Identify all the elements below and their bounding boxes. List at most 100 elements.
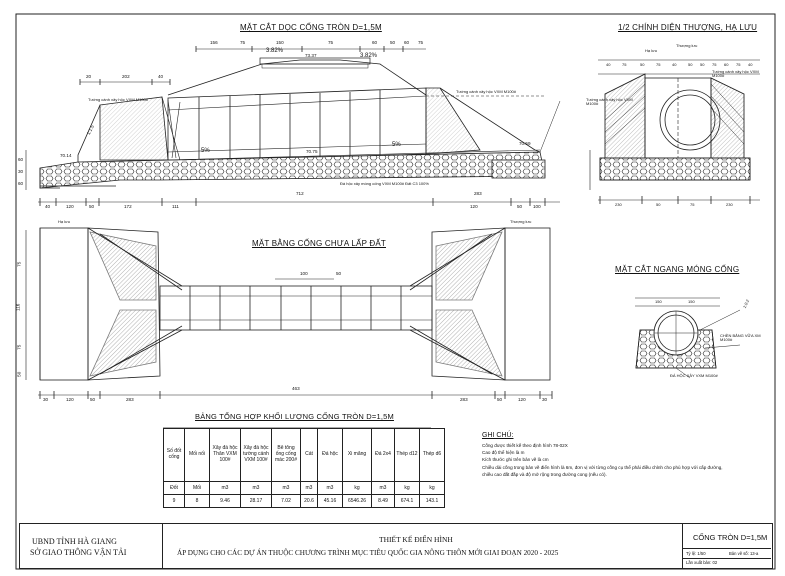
table-cell: Mối [184, 481, 210, 495]
note-line: chiều cao đất đắp và độ mở rộng trong đư… [482, 471, 607, 477]
table-cell: Đốt [163, 481, 185, 495]
upstream-label: Thượng lưu [676, 43, 698, 48]
dim-label: 120 [518, 397, 526, 402]
dim-label: 30 [18, 169, 24, 174]
revision: Lần xuất bản: 02 [686, 560, 718, 565]
dim-label: 283 [474, 191, 482, 196]
plan-title: MẶT BẰNG CỐNG CHƯA LẤP ĐẤT [252, 239, 386, 248]
table-header-row: Số đốt cống Mối nối Xây đá hộc Thân VXM … [163, 428, 445, 482]
note-line: Chiều dài cống trong bản vẽ điển hình là… [482, 464, 723, 470]
table-cell: 45.16 [317, 494, 343, 508]
dim-label: 116 [15, 303, 21, 311]
table-cell: 8 [184, 494, 210, 508]
dim-label: 50 [16, 371, 22, 377]
table-cell: kg [394, 481, 420, 495]
plan-drawing [25, 227, 553, 399]
table-cell: 9.46 [209, 494, 241, 508]
dim-label: 50 [640, 62, 645, 67]
callout-wing-right: Tường cánh xây hộc VXM M100# [712, 69, 759, 78]
dim-label: 120 [470, 204, 478, 209]
table-cell: 674.1 [394, 494, 420, 508]
dim-label: 60 [18, 181, 24, 186]
dim-label: 120 [66, 397, 74, 402]
table-header: Thép d6 [419, 428, 445, 482]
dim-label: 75 [240, 40, 246, 45]
table-cell: m3 [271, 481, 301, 495]
dim-label: 50 [700, 62, 705, 67]
dim-label: 50 [390, 40, 396, 45]
slope-label: 3.82% [266, 48, 284, 54]
table-row: 9 8 9.46 28.17 7.02 20.6 45.16 6546.26 8… [163, 494, 445, 508]
dim-label: 50 [90, 397, 96, 402]
sheet-border [15, 13, 776, 570]
dim-label: 60 [18, 157, 24, 162]
dim-label: 50 [688, 62, 693, 67]
table-cell: m3 [371, 481, 395, 495]
drawing-scale: Tỷ lệ: 1/50 [686, 551, 706, 556]
table-cell: 7.02 [271, 494, 301, 508]
table-header: Xây đá hộc Thân VXM 100# [209, 428, 241, 482]
table-row: Đốt Mối m3 m3 m3 m3 m3 kg m3 kg kg [163, 481, 445, 495]
cross-section-title: MẶT CẮT NGANG MÓNG CỐNG [615, 265, 740, 274]
table-header: Đá 2x4 [371, 428, 395, 482]
table-header: Bê tông ống cống mác 200# [271, 428, 301, 482]
dim-label: 283 [460, 397, 468, 402]
table-header: Xây đá hộc tường cánh VXM 100# [240, 428, 272, 482]
table-cell: kg [419, 481, 445, 495]
dim-label: 150 [655, 299, 662, 304]
elevation-label: 70.59 [519, 141, 531, 146]
dim-label: 100 [533, 204, 541, 209]
callout-bedding: Đá hộc xây móng cống VXM M100# Đất C3 10… [340, 181, 429, 186]
table-cell: m3 [317, 481, 343, 495]
callout-mortar: CHÈN BẰNG VỮA XM M100# [720, 333, 761, 342]
dim-label: 230 [726, 202, 733, 207]
dim-label: 172 [124, 204, 132, 209]
dim-label: 75 [328, 40, 334, 45]
dim-label: 75 [16, 261, 22, 267]
table-header: Mối nối [184, 428, 210, 482]
downstream-label: Hạ lưu [58, 219, 71, 224]
dim-label: 75 [690, 202, 695, 207]
dim-label: 111 [172, 204, 179, 209]
table-header: Cát [300, 428, 318, 482]
dim-label: 50 [89, 204, 95, 209]
table-cell: 6546.26 [342, 494, 372, 508]
long-section-title: MẶT CẮT DỌC CỐNG TRÒN D=1,5M [240, 23, 382, 32]
dim-label: 712 [296, 191, 304, 196]
drawing-info-cell: CỐNG TRÒN D=1,5M Tỷ lệ: 1/50 Bản vẽ số: … [683, 524, 771, 568]
quantity-table: Số đốt cống Mối nối Xây đá hộc Thân VXM … [163, 428, 445, 508]
table-header: Số đốt cống [163, 428, 185, 482]
callout-wing-left: Tường cánh xây hộc VXM M100# [586, 97, 633, 106]
table-cell: 8.49 [371, 494, 395, 508]
long-section-drawing [25, 46, 561, 206]
table-cell: m3 [240, 481, 272, 495]
org-line-1: UBND TỈNH HÀ GIANG [32, 537, 117, 546]
dim-label: 150 [688, 299, 695, 304]
table-title: BẢNG TỔNG HỢP KHỐI LƯỢNG CỐNG TRÒN D=1,5… [195, 412, 394, 421]
dim-label: 75 [736, 62, 741, 67]
elevation-label: 70.14 [60, 153, 72, 158]
organization-cell: UBND TỈNH HÀ GIANG SỞ GIAO THÔNG VẬN TẢI [20, 524, 163, 568]
table-header: Đá hộc [317, 428, 343, 482]
dim-label: 75 [712, 62, 717, 67]
dim-label: 20 [86, 74, 92, 79]
slope-label: 3.82% [360, 53, 378, 59]
upstream-label: Thượng lưu [510, 219, 532, 224]
dim-label: 75 [622, 62, 627, 67]
dim-label: 60 [724, 62, 729, 67]
dim-label: 230 [615, 202, 622, 207]
dim-label: 120 [66, 204, 74, 209]
table-cell: m3 [300, 481, 318, 495]
callout-masonry-left: Tường cánh xây hộc VXM M100# [88, 97, 148, 102]
callout-stone: ĐÁ HỘC XÂY VXM M100# [670, 373, 718, 378]
elevation-title: 1/2 CHÍNH DIỆN THƯỢNG, HẠ LƯU [618, 23, 758, 32]
dim-label: 75 [418, 40, 424, 45]
table-cell: 9 [163, 494, 185, 508]
sheet-number: Bản vẽ số: 13-a [729, 551, 759, 556]
project-subtitle: ÁP DỤNG CHO CÁC DỰ ÁN THUỘC CHƯƠNG TRÌNH… [177, 549, 559, 557]
table-header: Thép d12 [394, 428, 420, 482]
table-cell: 143.1 [419, 494, 445, 508]
dim-label: 40 [158, 74, 164, 79]
